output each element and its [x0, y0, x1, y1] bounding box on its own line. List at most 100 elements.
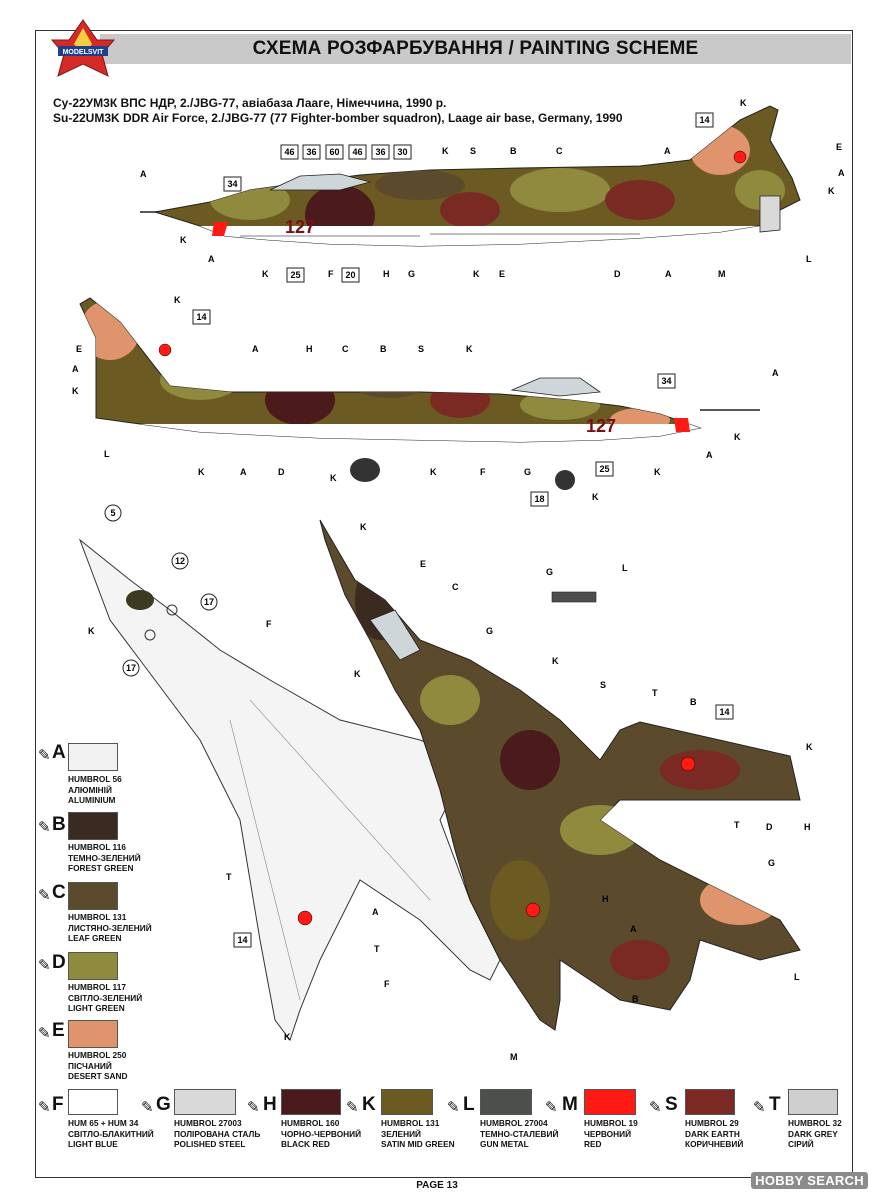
- brush-icon: ✎: [753, 1099, 766, 1116]
- brush-icon: ✎: [38, 887, 51, 904]
- svg-text:L: L: [104, 449, 110, 459]
- svg-text:34: 34: [661, 376, 671, 386]
- svg-text:A: A: [372, 907, 379, 917]
- palette-swatch: [68, 743, 118, 771]
- svg-text:E: E: [76, 344, 82, 354]
- svg-text:K: K: [330, 473, 337, 483]
- header-bar: СХЕМА РОЗФАРБУВАННЯ / PAINTING SCHEME: [100, 34, 851, 64]
- svg-text:L: L: [806, 254, 812, 264]
- svg-text:A: A: [208, 254, 215, 264]
- palette-letter: C: [52, 882, 66, 903]
- svg-text:K: K: [442, 146, 449, 156]
- svg-text:A: A: [706, 450, 713, 460]
- watermark: HOBBY SEARCH: [751, 1172, 868, 1189]
- svg-text:H: H: [306, 344, 313, 354]
- svg-text:S: S: [418, 344, 424, 354]
- svg-text:K: K: [198, 467, 205, 477]
- palette-letter: L: [463, 1094, 475, 1115]
- svg-text:18: 18: [534, 494, 544, 504]
- palette-swatch: [68, 812, 118, 840]
- decal-box-18: 18: [530, 491, 549, 507]
- decal-box-14a: 14: [695, 112, 714, 128]
- logo-text: MODELSVIT: [63, 49, 105, 56]
- decal-box-25b: 25: [595, 461, 614, 477]
- svg-text:25: 25: [290, 270, 300, 280]
- svg-text:A: A: [72, 364, 79, 374]
- svg-text:E: E: [499, 269, 505, 279]
- palette-swatch: [788, 1089, 838, 1115]
- decal-box-25: 25: [286, 267, 305, 283]
- decal-circle-17a: 17: [200, 593, 218, 611]
- svg-text:H: H: [602, 894, 609, 904]
- svg-text:B: B: [510, 146, 517, 156]
- svg-text:A: A: [838, 168, 845, 178]
- svg-text:L: L: [622, 563, 628, 573]
- bottom-view: [78, 538, 501, 1042]
- svg-text:K: K: [466, 344, 473, 354]
- svg-text:D: D: [278, 467, 285, 477]
- svg-text:36: 36: [306, 147, 316, 157]
- svg-text:K: K: [734, 432, 741, 442]
- caption-en: Su-22UM3K DDR Air Force, 2./JBG-77 (77 F…: [53, 111, 623, 125]
- palette-swatch: [480, 1089, 532, 1115]
- svg-text:K: K: [430, 467, 437, 477]
- svg-text:T: T: [226, 872, 232, 882]
- brush-icon: ✎: [38, 819, 51, 836]
- svg-text:K: K: [174, 295, 181, 305]
- svg-text:14: 14: [237, 935, 247, 945]
- decal-circle-12: 12: [171, 552, 189, 570]
- side-number-left: 127: [285, 217, 315, 237]
- svg-text:C: C: [452, 582, 459, 592]
- palette-letter: F: [52, 1094, 64, 1115]
- svg-text:C: C: [556, 146, 563, 156]
- decal-callouts: 46 36 60 46 36 30 34 25 20 14 14 34 25 1…: [104, 112, 734, 948]
- palette-letter: E: [52, 1020, 65, 1041]
- brush-icon: ✎: [649, 1099, 662, 1116]
- side-view-left: 127: [140, 105, 801, 247]
- palette-swatch: [281, 1089, 341, 1115]
- svg-text:A: A: [664, 146, 671, 156]
- svg-text:K: K: [740, 98, 747, 108]
- decal-box-46: 46: [280, 144, 299, 160]
- svg-text:17: 17: [126, 663, 136, 673]
- svg-text:K: K: [654, 467, 661, 477]
- svg-text:M: M: [510, 1052, 518, 1062]
- svg-text:B: B: [690, 697, 697, 707]
- brush-icon: ✎: [38, 1099, 51, 1116]
- svg-text:G: G: [546, 567, 553, 577]
- brush-icon: ✎: [247, 1099, 260, 1116]
- brush-icon: ✎: [346, 1099, 359, 1116]
- svg-text:25: 25: [599, 464, 609, 474]
- svg-text:60: 60: [329, 147, 339, 157]
- svg-text:34: 34: [227, 179, 237, 189]
- svg-text:S: S: [470, 146, 476, 156]
- svg-text:F: F: [384, 979, 390, 989]
- svg-text:B: B: [380, 344, 387, 354]
- decal-box-36b: 36: [371, 144, 390, 160]
- svg-text:A: A: [252, 344, 259, 354]
- svg-text:A: A: [665, 269, 672, 279]
- svg-text:T: T: [734, 820, 740, 830]
- palette-swatch: [685, 1089, 735, 1115]
- color-callouts: A K K S B C A E A K K A K F H G K E D A …: [72, 98, 845, 1062]
- page-frame: [35, 30, 853, 1178]
- decal-circle-5: 5: [104, 504, 122, 522]
- svg-text:K: K: [473, 269, 480, 279]
- svg-text:D: D: [614, 269, 621, 279]
- svg-text:G: G: [408, 269, 415, 279]
- svg-text:F: F: [266, 619, 272, 629]
- svg-text:H: H: [383, 269, 390, 279]
- decal-box-30: 30: [393, 144, 412, 160]
- svg-text:36: 36: [375, 147, 385, 157]
- palette-letter: A: [52, 742, 66, 763]
- svg-text:A: A: [772, 368, 779, 378]
- svg-text:B: B: [632, 994, 639, 1004]
- decal-box-36: 36: [302, 144, 321, 160]
- palette-letter: T: [769, 1094, 781, 1115]
- side-view-right: 127: [79, 297, 760, 490]
